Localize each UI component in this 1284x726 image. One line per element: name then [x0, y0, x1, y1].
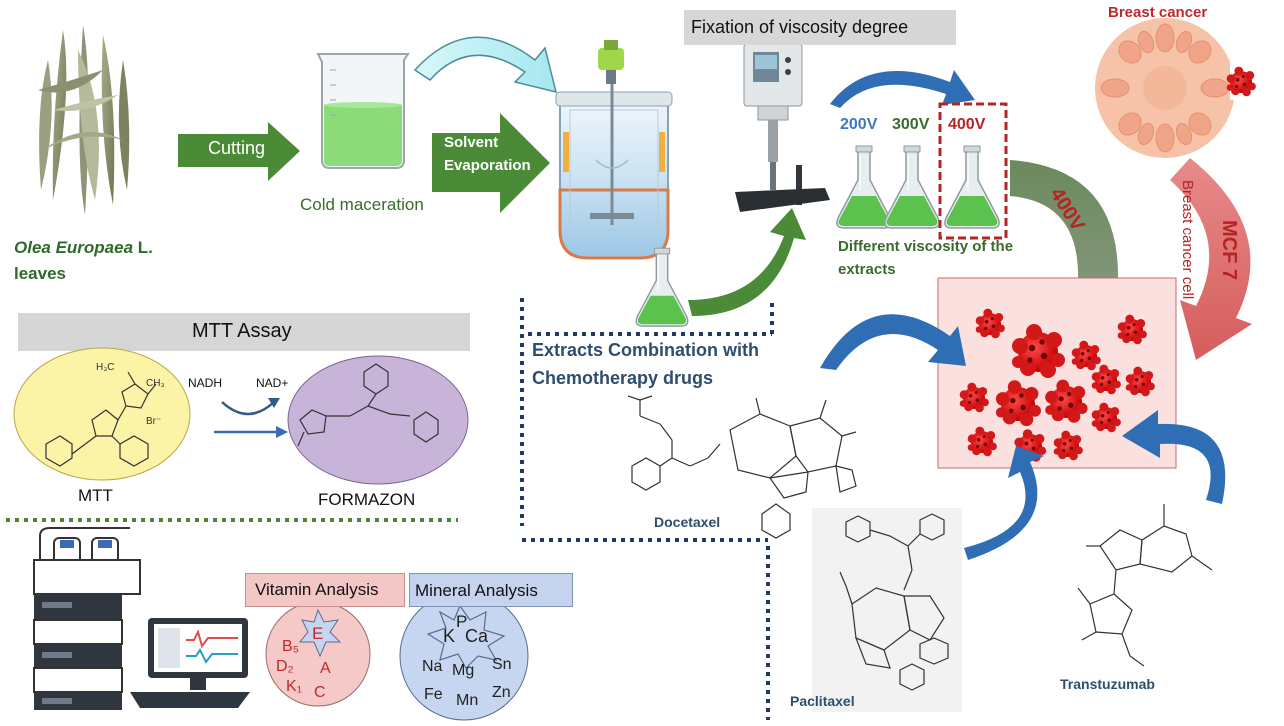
species-suffix: L. — [133, 238, 153, 257]
mineral-mg: Mg — [452, 662, 475, 679]
nadh-curved-arrow — [221, 401, 275, 416]
nadh-label: NADH — [188, 376, 223, 390]
breast-cancer-title: Breast cancer — [1108, 4, 1208, 21]
bromide-label: Br⁻ — [146, 416, 162, 427]
methyl-label-1: H₃C — [96, 362, 115, 373]
nadplus-label: NAD+ — [256, 376, 289, 390]
mcf7-arrow — [1170, 158, 1252, 360]
fixation-header-box — [684, 10, 956, 45]
curved-cyan-arrow — [413, 36, 558, 94]
vitamin-header-box — [245, 573, 405, 607]
solvent-label-2: Evaporation — [444, 157, 531, 174]
vitamin-star — [298, 608, 342, 658]
paclitaxel-panel — [812, 508, 962, 712]
selected-400v-box — [938, 102, 1008, 240]
cold-maceration-label: Cold maceration — [300, 195, 424, 214]
cutting-arrow — [178, 122, 300, 181]
mineral-star — [426, 604, 506, 669]
mtt-header-label: MTT Assay — [192, 320, 292, 342]
viscosity-label-400: 400V — [948, 116, 986, 133]
computer-monitor-icon — [130, 618, 250, 708]
fixation-label: Fixation of viscosity degree — [691, 17, 909, 37]
docetaxel-structure — [627, 395, 857, 539]
vitamin-e: E — [312, 624, 324, 643]
vitamin-k1: K₁ — [286, 678, 303, 695]
viscosity-caption-2: extracts — [838, 261, 896, 278]
mineral-mn: Mn — [456, 692, 479, 709]
cutting-label: Cutting — [208, 138, 266, 158]
mineral-na: Na — [422, 658, 443, 675]
curved-blue-arrow-top — [830, 70, 975, 108]
beaker-icon — [316, 53, 410, 169]
breast-cancer-cell-label: Breast cancer cell — [1179, 180, 1196, 300]
paclitaxel-label: Paclitaxel — [790, 693, 855, 709]
mineral-k: K — [443, 626, 456, 646]
mineral-header-label: Mineral Analysis — [415, 581, 538, 600]
solvent-evaporation-arrow — [432, 113, 550, 213]
viscosity-label-300: 300V — [892, 116, 930, 133]
blue-arrow-transtuzumab — [1122, 410, 1226, 504]
mtt-reaction-arrowhead — [276, 426, 288, 438]
nadh-arrowhead — [268, 398, 280, 408]
solvent-label-1: Solvent — [444, 134, 499, 151]
transtuzumab-structure — [1077, 504, 1213, 667]
mtt-ellipse — [13, 347, 191, 481]
vitamin-c: C — [314, 684, 326, 701]
leaves-label: Olea Europaea L. — [14, 238, 153, 258]
breast-tissue-image — [1095, 18, 1260, 158]
reactor-vessel-icon — [555, 40, 673, 260]
formazon-molecule — [297, 363, 439, 447]
combination-title-2: Chemotherapy drugs — [532, 368, 714, 388]
transtuzumab-label: Transtuzumab — [1060, 676, 1155, 692]
chemo-section-border — [520, 298, 774, 720]
mcf7-label: MCF 7 — [1218, 220, 1240, 280]
vitamin-a: A — [320, 660, 331, 677]
docetaxel-label: Docetaxel — [654, 514, 721, 530]
species-name: Olea Europaea — [14, 238, 134, 257]
vitamin-b5: B₅ — [282, 638, 300, 655]
mineral-header-box — [409, 573, 573, 607]
mineral-fe: Fe — [424, 686, 443, 703]
formazon-ellipse — [287, 355, 469, 485]
blue-arrow-docetaxel — [820, 314, 966, 370]
vitamin-header-label: Vitamin Analysis — [255, 580, 379, 599]
olive-leaves-image — [35, 18, 132, 226]
mtt-label: MTT — [78, 486, 113, 505]
mtt-molecule — [45, 371, 157, 467]
hplc-instrument-icon — [33, 527, 141, 710]
vitamin-d2: D₂ — [276, 658, 294, 675]
paclitaxel-structure — [839, 513, 949, 691]
viscosity-caption-1: Different viscosity of the — [838, 238, 1014, 255]
viscometer-icon — [735, 43, 830, 212]
extract-flask-icon — [635, 247, 689, 328]
mineral-zn: Zn — [492, 684, 511, 701]
methyl-label-2: CH₃ — [146, 378, 165, 389]
formazon-label: FORMAZON — [318, 490, 416, 509]
mineral-p: P — [456, 612, 468, 631]
viscosity-flasks — [835, 145, 1001, 229]
viscosity-label-200: 200V — [840, 116, 878, 133]
mineral-ca: Ca — [465, 626, 489, 646]
mtt-header-box — [18, 313, 470, 351]
combination-title-1: Extracts Combination with — [532, 340, 760, 360]
blue-arrow-paclitaxel — [964, 446, 1044, 560]
mineral-sn: Sn — [492, 656, 512, 673]
leaves-label-line2: leaves — [14, 264, 66, 283]
curved-green-arrow — [688, 208, 806, 316]
